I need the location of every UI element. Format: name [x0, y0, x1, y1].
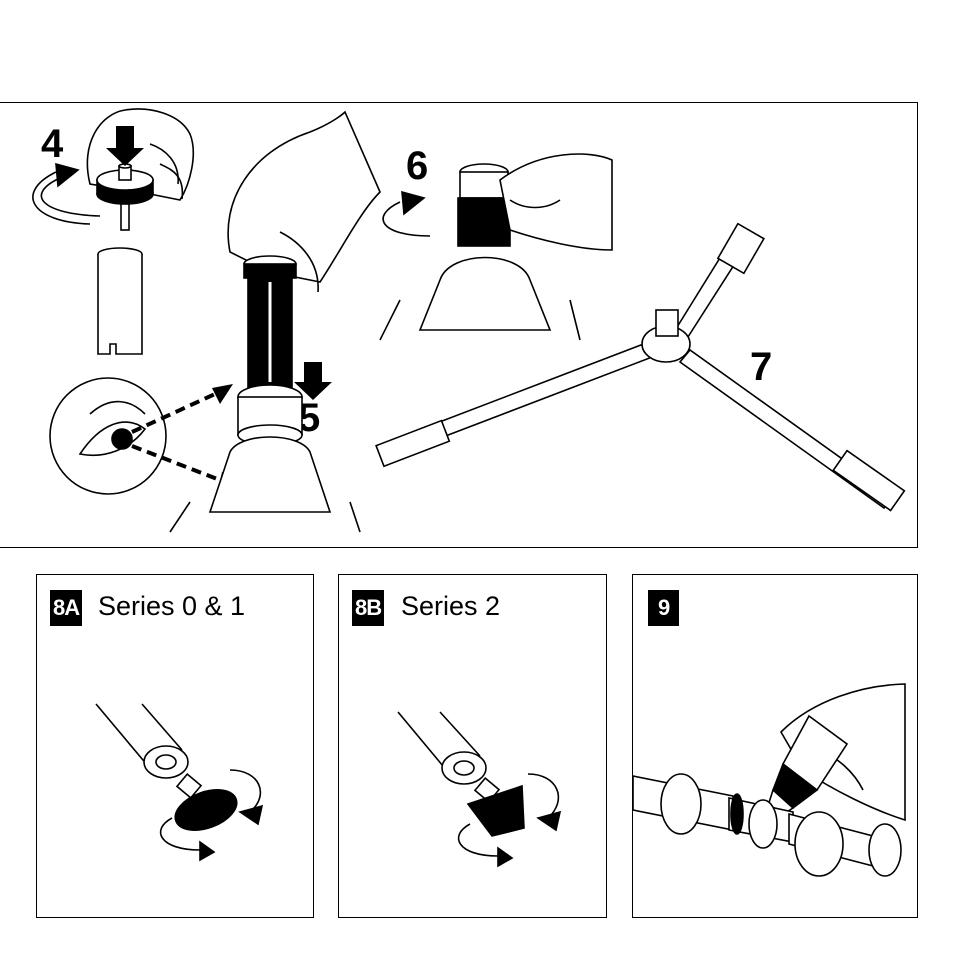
- tripod-leg-icon: [96, 704, 188, 778]
- tripod-leg-icon: [382, 232, 894, 508]
- step-8b-badge: 8B: [352, 590, 384, 626]
- step-9-illustration: [633, 680, 917, 890]
- cap-part: [97, 164, 153, 230]
- eye-icon: [50, 378, 166, 494]
- series-8b-caption: Series 2: [401, 588, 500, 624]
- column-sleeve: [98, 248, 142, 354]
- rubber-foot-icon: [170, 774, 242, 838]
- leg-grips: [376, 224, 904, 511]
- step-8a-illustration: [90, 700, 280, 870]
- step-5-illustration: [170, 112, 380, 542]
- center-column: [244, 256, 296, 388]
- series-8a-caption: Series 0 & 1: [98, 588, 245, 624]
- spike-foot-icon: [468, 778, 524, 836]
- tripod-head: [170, 385, 360, 532]
- step-7-illustration: [374, 222, 914, 532]
- step-9-badge: 9: [648, 590, 679, 626]
- step-8b-illustration: [392, 708, 582, 878]
- tripod-leg-icon: [398, 712, 486, 784]
- step-8a-badge: 8A: [50, 590, 82, 626]
